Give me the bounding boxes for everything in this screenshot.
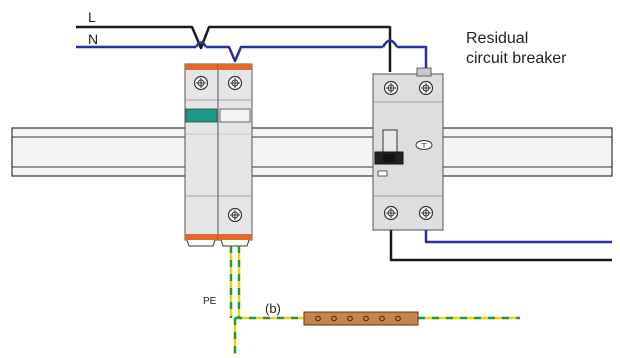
earth-bar bbox=[303, 311, 419, 326]
surge-protector bbox=[184, 63, 253, 247]
breaker-label-line2: circuit breaker bbox=[466, 50, 567, 67]
terminal-screw-icon bbox=[227, 75, 243, 91]
spd-pole-right bbox=[217, 63, 253, 247]
terminal-screw-icon bbox=[227, 207, 243, 223]
pe-label: PE bbox=[203, 296, 217, 307]
terminal-screw-icon bbox=[193, 75, 209, 91]
neutral-label: N bbox=[88, 31, 98, 47]
toggle-lever-icon bbox=[374, 129, 404, 177]
test-button-icon: T bbox=[415, 140, 433, 150]
breaker-label-line1: Residual bbox=[466, 30, 528, 47]
terminal-screw-icon bbox=[383, 205, 399, 221]
line-label: L bbox=[88, 9, 96, 25]
spd-status-window bbox=[219, 108, 251, 123]
svg-text:T: T bbox=[421, 142, 427, 150]
outgoing-line-wire bbox=[389, 230, 612, 262]
terminal-screw-icon bbox=[418, 205, 434, 221]
neutral-wire bbox=[76, 39, 428, 70]
residual-circuit-breaker: T bbox=[372, 67, 444, 231]
pe-wiring bbox=[229, 246, 520, 354]
terminal-screw-icon bbox=[418, 80, 434, 96]
branch-label: (b) bbox=[265, 301, 281, 316]
line-wire bbox=[76, 25, 392, 72]
spd-status-window-active bbox=[185, 108, 218, 123]
spd-pole-left bbox=[184, 63, 219, 247]
outgoing-neutral-wire bbox=[424, 230, 612, 244]
din-rail bbox=[11, 127, 613, 177]
terminal-screw-icon bbox=[383, 80, 399, 96]
